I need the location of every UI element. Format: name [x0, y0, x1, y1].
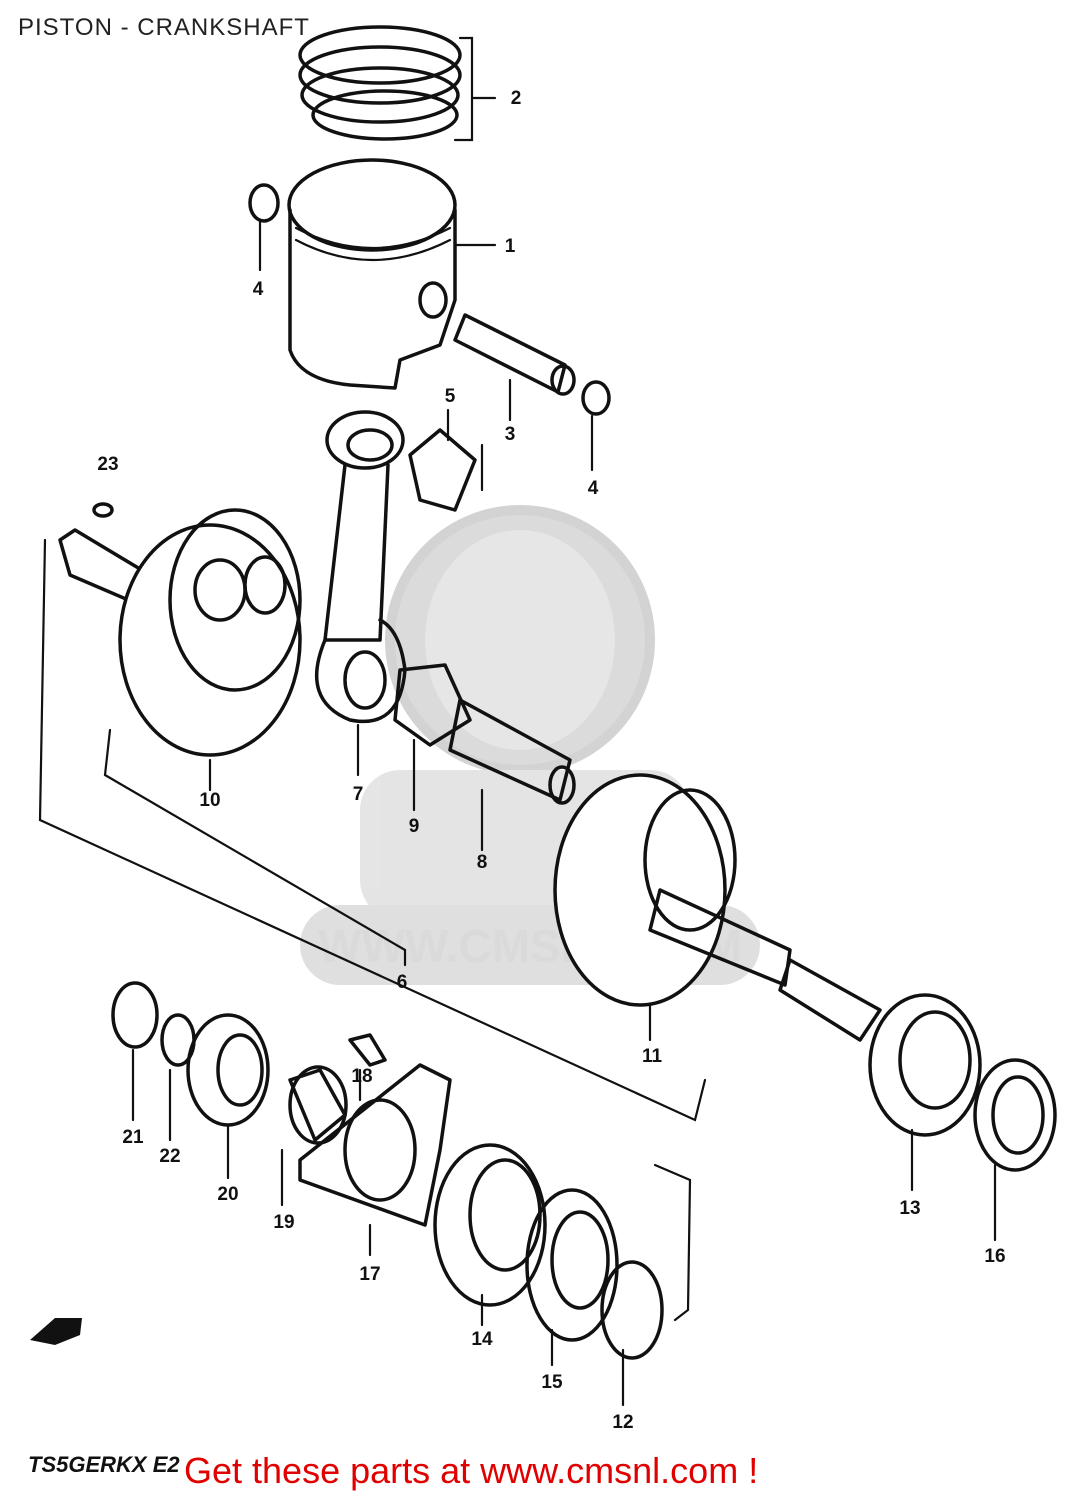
callout-2: 2 — [511, 88, 522, 109]
callout-4a: 4 — [253, 279, 264, 300]
callout-21: 21 — [122, 1127, 144, 1148]
connecting-rod — [314, 410, 407, 777]
callout-13: 13 — [899, 1198, 920, 1219]
callout-7: 7 — [353, 784, 364, 805]
callout-23: 23 — [97, 454, 118, 475]
callout-18: 18 — [351, 1066, 372, 1087]
callout-12: 12 — [612, 1412, 633, 1433]
piston — [287, 158, 497, 390]
callout-15: 15 — [541, 1372, 563, 1393]
callout-9: 9 — [409, 816, 420, 837]
crank-pin-and-bearing — [393, 663, 576, 852]
piston-rings — [298, 25, 497, 142]
crankshaft-left — [58, 502, 302, 792]
callout-6: 6 — [397, 972, 408, 993]
model-code: TS5GERKX E2 — [28, 1452, 180, 1477]
page-title: PISTON - CRANKSHAFT — [18, 14, 310, 41]
crankshaft-assembly-bracket — [38, 538, 707, 1122]
callout-10: 10 — [199, 790, 220, 811]
callout-20: 20 — [217, 1184, 238, 1205]
crankshaft-right — [553, 773, 882, 1042]
front-arrow-icon — [30, 1318, 82, 1345]
callout-8: 8 — [477, 852, 488, 873]
callout-1: 1 — [505, 236, 516, 257]
callout-3: 3 — [505, 424, 516, 445]
bearings-and-seals — [433, 993, 1057, 1407]
small-end-bearing — [408, 408, 484, 512]
piston-pin — [453, 313, 576, 422]
callout-19: 19 — [273, 1212, 294, 1233]
promo-link[interactable]: Get these parts at www.cmsnl.com ! — [184, 1450, 759, 1491]
callout-16: 16 — [984, 1246, 1005, 1267]
primary-gear-set — [111, 981, 270, 1180]
callout-14: 14 — [471, 1329, 493, 1350]
callout-17: 17 — [359, 1264, 380, 1285]
callout-4b: 4 — [588, 478, 599, 499]
callout-5: 5 — [445, 386, 456, 407]
callout-22: 22 — [159, 1146, 180, 1167]
callout-11: 11 — [642, 1046, 663, 1067]
retainer-plate-set — [280, 1033, 452, 1257]
circlips — [248, 183, 611, 472]
